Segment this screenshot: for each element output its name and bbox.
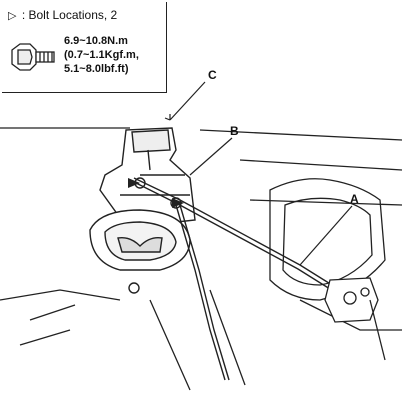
torque-nm: 6.9~10.8N.m (64, 35, 128, 47)
actuator-assembly (324, 277, 386, 361)
leader-lines (164, 81, 353, 266)
torque-spec: 6.9~10.8N.m (0.7~1.1Kgf.m, 5.1~8.0lbf.ft… (64, 34, 139, 76)
panel-gap-lines (149, 289, 246, 391)
panel-crease (19, 304, 76, 346)
bolt-icon (11, 43, 55, 71)
panel-lower-edge (0, 289, 121, 301)
release-handle (89, 209, 191, 294)
bolt-location-label: ▷ : Bolt Locations, 2 (8, 8, 117, 22)
panel-bottom-edge (299, 299, 402, 331)
leader-c (169, 81, 206, 121)
panel-inner-edge (239, 159, 402, 206)
leader-b (189, 137, 233, 176)
triangle-marker-icon (128, 178, 140, 188)
panel-top-edge (0, 127, 402, 141)
panel-recess-inner (282, 197, 373, 286)
bolt-location-text: : Bolt Locations, 2 (21, 8, 118, 22)
triangle-marker-icon (172, 198, 184, 208)
torque-kgfm: (0.7~1.1Kgf.m, (64, 49, 139, 61)
triangle-marker-icon: ▷ (8, 10, 17, 22)
callout-c: C (208, 68, 217, 82)
panel-recess (269, 178, 386, 301)
bolt-markers (128, 178, 184, 208)
torque-lbfft: 5.1~8.0lbf.ft) (64, 63, 129, 75)
legend-box: ▷ : Bolt Locations, 2 6.9~10.8N.m (0.7~1… (2, 2, 167, 93)
callout-b: B (230, 124, 239, 138)
leader-a (299, 205, 353, 266)
callout-a: A (350, 192, 359, 206)
